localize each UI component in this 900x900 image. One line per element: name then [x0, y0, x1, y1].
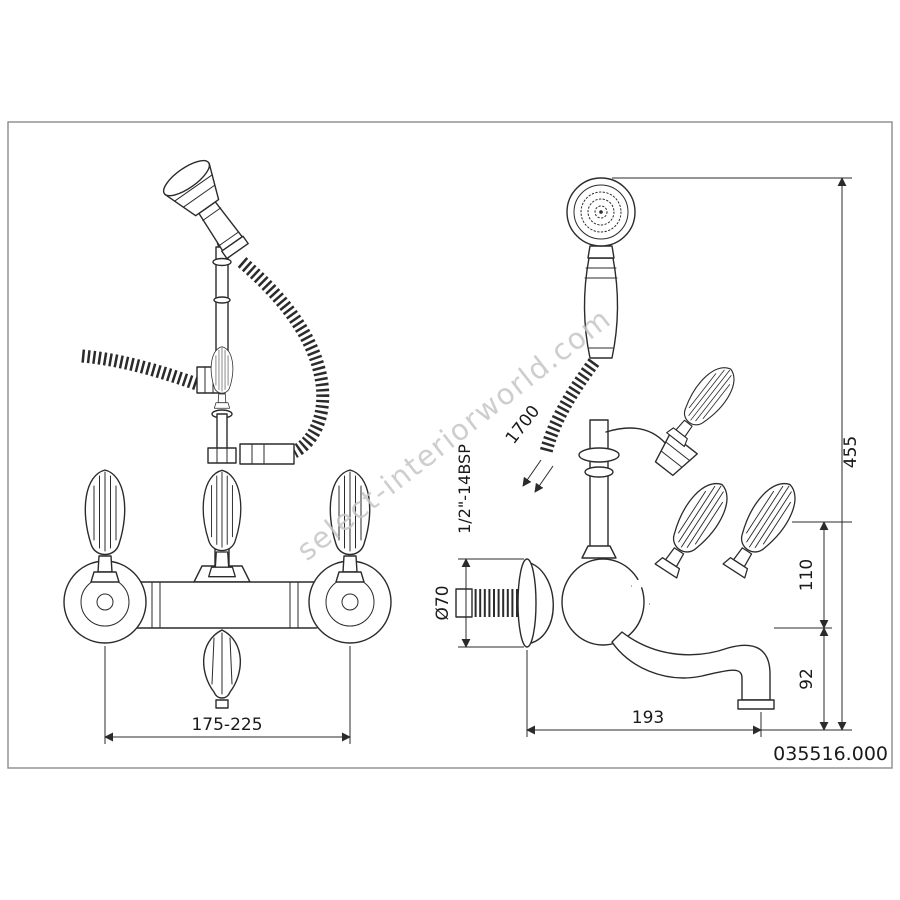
dim-label-front-width: 175-225 — [191, 715, 262, 735]
front-hose-left — [81, 349, 200, 391]
body-ball — [561, 558, 645, 646]
front-hose-right — [237, 257, 330, 458]
cradle-cone-body — [654, 432, 698, 477]
flange-diameter-dimension: Ø70 — [433, 558, 524, 648]
cradle-bracket — [605, 427, 667, 445]
lever-handle-center — [202, 469, 242, 578]
side-lever-handle — [718, 473, 806, 582]
cradle-cone — [654, 432, 698, 477]
spout-aerator — [737, 699, 775, 710]
side-dimensions: 455 110 92 193 — [526, 177, 861, 737]
diverter-nut-detail — [216, 447, 228, 464]
front-spout-tip — [215, 699, 229, 709]
wall-flange-right-hub — [341, 593, 359, 611]
dim-label-193: 193 — [632, 708, 664, 728]
side-view: 1700 — [433, 177, 861, 737]
front-extension-lines — [104, 646, 351, 744]
column-shaft-mid — [216, 413, 228, 451]
side-body — [455, 473, 806, 710]
side-pipe-collar — [578, 447, 620, 463]
side-hose — [539, 358, 600, 454]
body-tube-seams — [151, 581, 299, 629]
spray-center-dot — [599, 210, 603, 214]
wall-flange-ellipse — [517, 558, 537, 648]
front-hose-right-connector — [239, 443, 295, 465]
side-riser — [578, 358, 744, 559]
drawing-border — [7, 121, 893, 769]
front-hand-shower — [162, 159, 249, 260]
column-ring — [213, 296, 231, 304]
hand-shower-cone-rings — [174, 174, 216, 208]
side-pipe-base — [581, 545, 617, 559]
hand-shower-grip-rings — [202, 207, 240, 247]
dim-label-flange-diameter: Ø70 — [433, 585, 453, 620]
spray-nozzle-ring — [587, 198, 615, 226]
dim-label-110: 110 — [797, 559, 817, 591]
spray-nozzle-ring — [594, 205, 608, 219]
hand-shower-grip-end — [221, 235, 249, 260]
side-grip-rings — [584, 267, 618, 349]
column-ring — [212, 257, 232, 267]
hand-shower-face — [162, 159, 211, 197]
side-hand-shower — [566, 177, 636, 359]
body-tube — [125, 581, 325, 629]
dim-label-total-height: 455 — [841, 436, 861, 468]
side-hand-shower-neck — [587, 245, 615, 259]
hose-arrow — [522, 459, 542, 487]
dim-label-92: 92 — [797, 668, 817, 690]
cradle-cone-rings — [660, 441, 691, 468]
front-dimension: 175-225 — [104, 646, 351, 744]
front-view: 175-225 — [63, 159, 392, 744]
diverter-nut — [207, 447, 237, 464]
front-mixer-body — [63, 469, 392, 709]
hose-arrow — [534, 465, 554, 493]
side-hand-shower-grip — [583, 257, 619, 359]
column-fluted-egg — [210, 346, 234, 409]
cradle-grip — [662, 358, 744, 450]
side-pipe-collar — [584, 466, 614, 478]
front-spout-flutes — [211, 632, 233, 695]
side-spout — [611, 631, 771, 701]
product-code: 035516.000 — [773, 743, 888, 765]
watermark-text: select-interiorworld.com — [290, 301, 617, 567]
side-pipe — [589, 419, 609, 549]
spray-nozzle-ring — [580, 191, 622, 233]
side-shower-head-rim — [573, 184, 629, 240]
thread-end-square — [455, 588, 473, 618]
dim-label-thread: 1/2"-14BSP — [455, 444, 474, 534]
front-hose-right-connector-detail — [251, 443, 265, 465]
wall-flange-left-hub — [96, 593, 114, 611]
